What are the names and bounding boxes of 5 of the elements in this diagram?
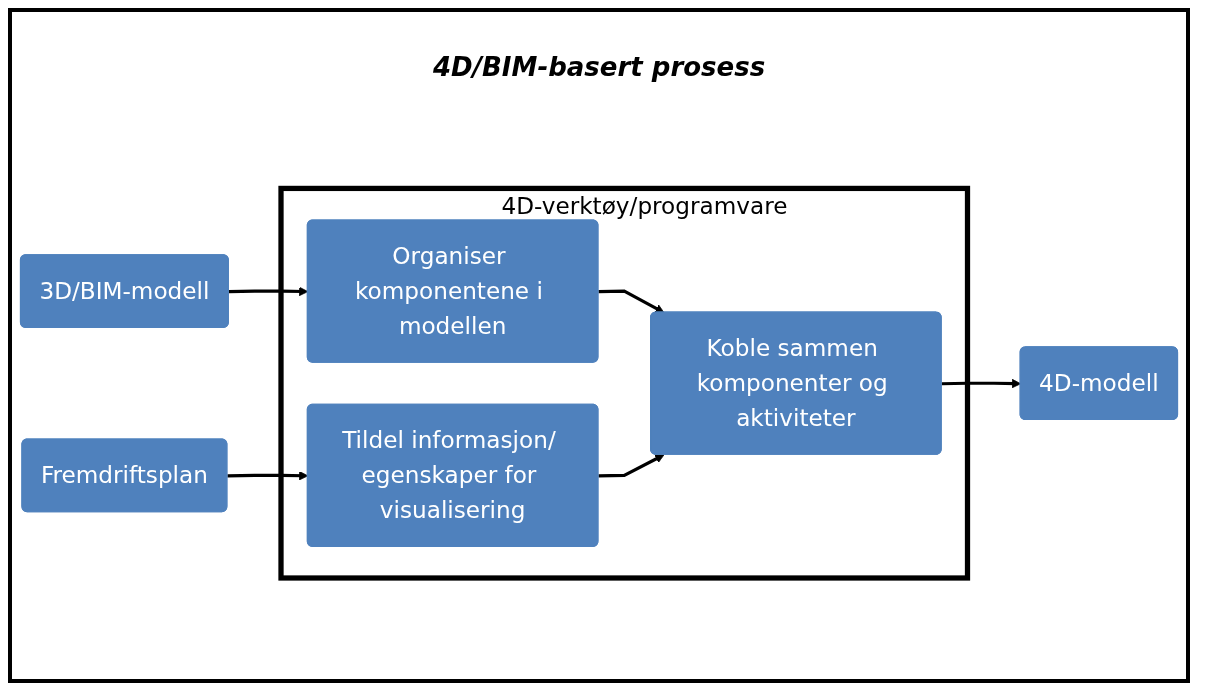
cluster	[278, 186, 971, 581]
arrow	[598, 289, 665, 314]
diagram-title: 4D/BIM-basert prosess	[432, 52, 766, 82]
arrow	[598, 454, 665, 478]
diagram-frame: 4D/BIM-basert prosess 4D-verktøy/programvare 3D/BIM-modell Fremdriftsplan Organiser komponentene i modellen Tildel informasjon/ egenskaper for visualisering Koble sammen komponenter og aktiviteter 4D-modell	[8, 8, 1190, 683]
